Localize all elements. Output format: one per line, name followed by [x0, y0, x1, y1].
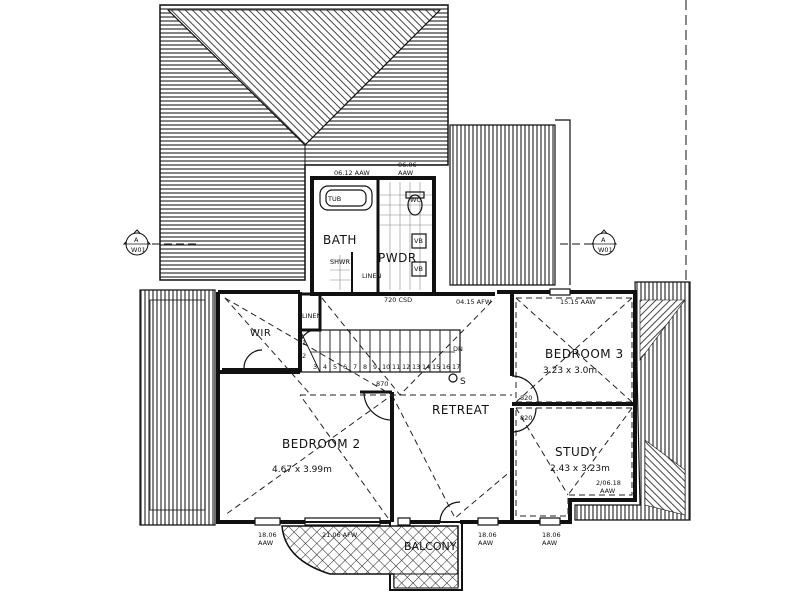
- stair-step-number: 15: [432, 363, 440, 371]
- section-letter-left: A: [134, 236, 139, 244]
- bedroom3-label: BEDROOM 3: [545, 347, 624, 361]
- dim-note: 720 CSD: [384, 296, 412, 304]
- retreat-label: RETREAT: [432, 403, 489, 417]
- stair-step-number: 2: [302, 352, 306, 360]
- study-label: STUDY: [555, 445, 597, 459]
- dim-note: AAW: [258, 539, 274, 547]
- section-letter-right: A: [601, 236, 606, 244]
- dim-note: 18.06: [542, 531, 561, 539]
- section-marker-right: A W01: [560, 229, 618, 256]
- linen-label-upper: LINEN: [362, 272, 382, 280]
- stair-step-number: 7: [353, 363, 357, 371]
- dim-note: AAW: [600, 487, 616, 495]
- bedroom3-size: 3.23 x 3.0m: [543, 366, 597, 376]
- vanity-label-2: VB: [414, 265, 423, 273]
- door-dim-note: 870: [376, 380, 388, 388]
- stair-step-number: 8: [363, 363, 367, 371]
- stair-step-number: 13: [412, 363, 420, 371]
- tub-label: TUB: [327, 195, 341, 203]
- stair-step-number: 4: [323, 363, 327, 371]
- dim-note: 15.15 AAW: [560, 298, 596, 306]
- smoke-detector-icon: [448, 373, 458, 383]
- shower-label: SHWR: [330, 258, 350, 266]
- dim-note: AAW: [478, 539, 494, 547]
- stair-step-number: 16: [442, 363, 450, 371]
- bedroom2-label: BEDROOM 2: [282, 437, 361, 451]
- stair-step-number: 12: [402, 363, 410, 371]
- balcony-label: BALCONY: [404, 540, 457, 553]
- stair-step-number: 9: [373, 363, 377, 371]
- dim-note: 06.12 AAW: [334, 169, 370, 177]
- stair-step-number: 5: [333, 363, 337, 371]
- roof-east: [574, 281, 691, 521]
- smoke-detector-label: S: [460, 377, 466, 387]
- wir-label: WIR: [250, 328, 271, 339]
- stair-step-number: 1: [302, 339, 306, 347]
- windows: [254, 288, 571, 526]
- dim-note: 18.06: [258, 531, 277, 539]
- dim-note: AAW: [542, 539, 558, 547]
- stair-down-label: DN: [453, 345, 463, 353]
- stair-step-number: 11: [392, 363, 400, 371]
- staircase: [299, 329, 461, 373]
- pwdr-label: PWDR: [378, 251, 417, 265]
- dim-note: 21.06 AFW: [322, 531, 358, 539]
- wc-label: WC: [410, 196, 421, 204]
- section-sheet-left: W01: [131, 246, 146, 254]
- section-marker-left: A W01: [122, 229, 200, 256]
- dim-note: 04.15 AFW: [456, 298, 492, 306]
- roof-right: [449, 119, 571, 286]
- stair-step-number: 14: [422, 363, 430, 371]
- stair-step-number: 17: [452, 363, 460, 371]
- dim-note: 18.06: [478, 531, 497, 539]
- bedroom2-size: 4.67 x 3.99m: [272, 465, 332, 475]
- ceiling-lines: [224, 296, 633, 519]
- door-dim-note: 820: [520, 394, 532, 402]
- doors: [243, 329, 539, 523]
- door-dim-note: 820: [520, 414, 532, 422]
- study-size: 2.43 x 3.23m: [550, 464, 610, 474]
- roof-main: [159, 4, 449, 281]
- stair-step-number: 3: [313, 363, 317, 371]
- stair-step-number: 10: [382, 363, 390, 371]
- linen-label-lower: LINEN: [302, 312, 322, 320]
- dim-note: AAW: [398, 169, 414, 177]
- stair-numbers: 1 2 3 4 5 6 7 8 9 10 11 12 13 14 15 16 1…: [302, 339, 460, 371]
- dim-note: 06.06: [398, 161, 417, 169]
- bath-label: BATH: [323, 233, 357, 247]
- stair-step-number: 6: [343, 363, 347, 371]
- main-walls: [216, 290, 637, 524]
- balcony: [280, 521, 463, 591]
- roof-left: [139, 289, 216, 526]
- dim-note: 2/06.18: [596, 479, 621, 487]
- vanity-label-1: VB: [414, 237, 423, 245]
- section-sheet-right: W01: [598, 246, 613, 254]
